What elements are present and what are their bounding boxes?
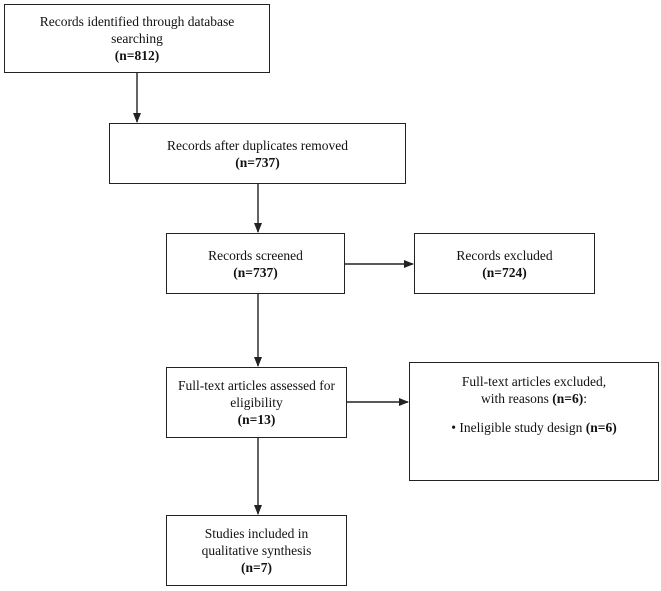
studies-included-count: (n=7) — [241, 560, 272, 575]
records-screened-box: Records screened (n=737) — [166, 233, 345, 294]
records-screened-count: (n=737) — [233, 264, 278, 280]
records-excluded-label: Records excluded — [456, 247, 553, 263]
studies-included-box: Studies included in qualitative synthesi… — [166, 515, 347, 586]
records-deduplicated-count: (n=737) — [235, 154, 280, 170]
fulltext-assessed-count: (n=13) — [237, 412, 276, 427]
studies-included-label-2: qualitative synthesis — [201, 543, 312, 558]
fulltext-excluded-colon: : — [583, 391, 587, 406]
studies-included-label-1: Studies included in — [204, 526, 309, 541]
records-excluded-count: (n=724) — [482, 264, 527, 280]
records-deduplicated-box: Records after duplicates removed (n=737) — [109, 123, 406, 184]
records-deduplicated-label: Records after duplicates removed — [166, 137, 349, 153]
records-screened-label: Records screened — [208, 247, 303, 263]
fulltext-excluded-reasons-prefix: with reasons — [481, 391, 553, 406]
fulltext-assessed-label-2: eligibility — [230, 395, 283, 410]
records-identified-label-2: searching — [111, 31, 163, 46]
records-identified-count: (n=812) — [114, 48, 160, 63]
fulltext-excluded-label-1: Full-text articles excluded, — [461, 374, 607, 389]
records-excluded-box: Records excluded (n=724) — [414, 233, 595, 294]
fulltext-excluded-label-2: with reasons (n=6): — [481, 390, 587, 407]
exclusion-reason-item: • Ineligible study design (n=6) — [451, 419, 616, 436]
fulltext-excluded-count: (n=6) — [552, 391, 584, 406]
records-identified-label-1: Records identified through database — [39, 14, 235, 29]
exclusion-reason-count: (n=6) — [585, 420, 617, 435]
fulltext-assessed-label-1: Full-text articles assessed for — [177, 378, 336, 393]
records-identified-box: Records identified through database sear… — [4, 4, 270, 73]
exclusion-reason-text: Ineligible study design — [459, 420, 586, 435]
fulltext-assessed-box: Full-text articles assessed for eligibil… — [166, 367, 347, 438]
bullet-icon: • — [451, 420, 457, 435]
fulltext-excluded-box: Full-text articles excluded, with reason… — [409, 362, 659, 481]
